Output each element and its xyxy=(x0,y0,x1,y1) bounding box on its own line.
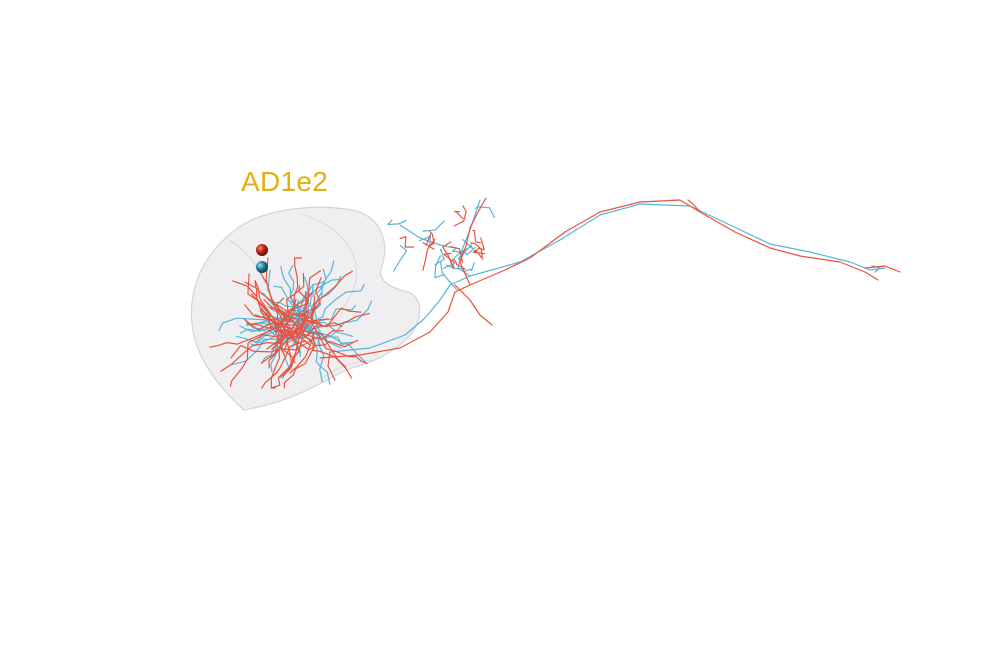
neurite-branch xyxy=(440,261,458,291)
neurite-branch xyxy=(311,323,368,364)
neurite-branch xyxy=(422,220,445,232)
neurite-branch xyxy=(472,229,482,244)
neurite-branch xyxy=(209,325,280,348)
neurite-branch xyxy=(284,272,305,326)
neurite-branch xyxy=(453,205,467,227)
neuropil-shade xyxy=(299,213,358,319)
neurite-branch xyxy=(472,249,486,260)
neurite-branch xyxy=(310,277,322,316)
neurite-branch xyxy=(864,265,901,273)
neurite-branch xyxy=(243,317,297,331)
soma-red xyxy=(256,244,268,256)
neurite-branch xyxy=(443,263,455,269)
neurite-branch xyxy=(266,327,283,350)
neurite-branch xyxy=(284,298,297,330)
neurite-branch xyxy=(434,255,445,279)
neurite-branch xyxy=(687,199,701,213)
neurite-branch xyxy=(450,246,463,264)
neurite-branch xyxy=(434,248,445,266)
neurite-branch xyxy=(297,330,344,341)
neurite-branch xyxy=(278,270,322,326)
neurite-branch xyxy=(297,281,326,314)
neurite-branch xyxy=(302,276,315,320)
neurite-branch xyxy=(464,262,475,272)
neurite-branch xyxy=(289,336,314,374)
neurite-branch xyxy=(327,351,336,381)
neurite-branch xyxy=(443,252,456,264)
neurite-branch xyxy=(235,324,282,343)
neurite-branch xyxy=(315,325,325,383)
neurite-branch xyxy=(296,296,316,340)
neurite-branch xyxy=(304,312,370,339)
soma-blue xyxy=(256,261,268,273)
neurite-branch xyxy=(301,291,307,322)
neurite-branch xyxy=(461,238,474,256)
neurite-branch xyxy=(451,246,472,253)
neurite-branch xyxy=(453,210,464,220)
neurite-branch xyxy=(442,241,454,269)
neurite-branch xyxy=(261,340,307,389)
neurite-branch xyxy=(393,244,407,272)
neurite-branch xyxy=(329,275,471,353)
neurite-branch xyxy=(229,325,285,387)
neurite-branch xyxy=(302,322,368,364)
neurite-branch xyxy=(269,307,299,329)
neurite-branch xyxy=(311,321,354,337)
neurite-branch xyxy=(302,330,347,368)
neurite-branch xyxy=(457,199,481,277)
neurite-branch xyxy=(474,237,485,253)
neurite-branch xyxy=(453,258,466,270)
neurite-branch xyxy=(469,199,879,286)
neurite-branch xyxy=(245,321,303,343)
neurite-branch xyxy=(283,332,316,389)
neurite-branch xyxy=(303,334,353,379)
neuropil-shade xyxy=(229,239,373,381)
neurite-branch xyxy=(306,337,331,385)
neurite-branch xyxy=(303,318,343,327)
neurite-branch xyxy=(314,331,354,344)
neurite-branch xyxy=(459,197,487,286)
neurite-branch xyxy=(285,323,300,353)
neuron-skeleton-red xyxy=(209,197,901,389)
neurite-branch xyxy=(300,307,362,328)
neurite-branch xyxy=(469,203,886,277)
neurite-branch xyxy=(280,266,313,319)
neurite-branch xyxy=(319,284,471,359)
neuron-label: AD1e2 xyxy=(241,166,329,197)
neurite-branch xyxy=(454,284,493,326)
neurite-branch xyxy=(387,219,407,226)
neurite-branch xyxy=(298,270,353,339)
neurite-branch xyxy=(282,332,312,376)
neurite-branch xyxy=(422,233,435,250)
neurite-branch xyxy=(399,236,415,248)
neurite-branch xyxy=(428,231,435,247)
neurite-branch xyxy=(399,224,456,249)
neurite-branch xyxy=(268,326,300,369)
neurite-branch xyxy=(254,280,278,324)
neurite-branch xyxy=(317,284,365,320)
